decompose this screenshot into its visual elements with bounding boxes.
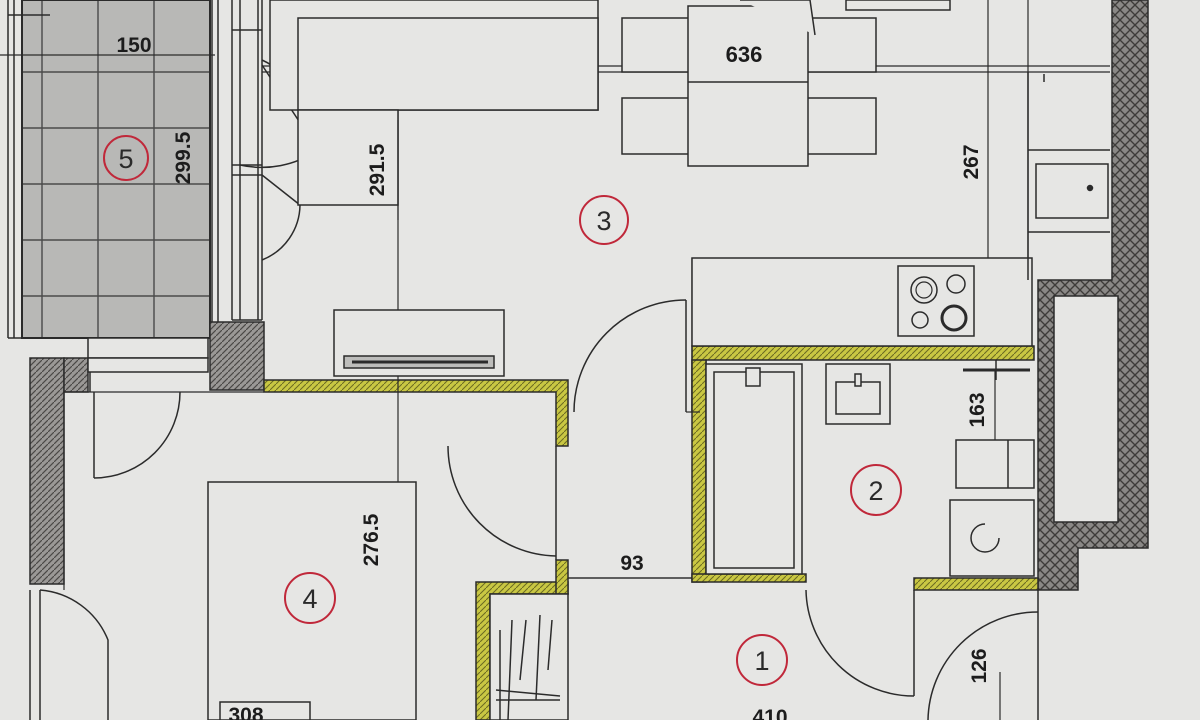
room-number: 1: [754, 646, 769, 676]
dimension-label: 93: [620, 552, 643, 575]
sink-icon: [1035, 74, 1109, 219]
door-swings: [29, 299, 1039, 720]
dimension-label: 299.5: [172, 131, 195, 184]
room-number: 4: [302, 584, 317, 614]
dimension-label: 126: [968, 648, 991, 683]
wardrobe-icon: [489, 593, 569, 720]
balcony-tiles: [21, 0, 211, 339]
dimension-label: 308: [228, 704, 263, 720]
dimension-label: 267: [960, 144, 983, 179]
dimension-label: 163: [966, 392, 989, 427]
table-icon: [621, 0, 951, 167]
dimension-label: 636: [726, 42, 763, 67]
bed-icon: [207, 481, 417, 720]
room-number: 2: [868, 476, 883, 506]
room-number: 3: [596, 206, 611, 236]
room-marker-5: 5: [103, 135, 149, 181]
walls-hatched: [29, 0, 1149, 591]
balcony-window: [211, 0, 263, 330]
sofa-icon: [269, 0, 599, 206]
walls-insulated: [263, 345, 1039, 720]
room-marker-4: 4: [284, 572, 336, 624]
radiator-icon: [87, 337, 209, 373]
dimension-lines: [0, 54, 1001, 720]
kitchen-counter: [691, 72, 1110, 347]
tv-unit-icon: [333, 309, 505, 377]
washing-machine-icon: [949, 360, 1035, 577]
washbasin-icon: [825, 363, 891, 425]
dimension-label: 150: [116, 34, 151, 57]
dimension-label: 276.5: [360, 513, 383, 566]
hob-icon: [897, 265, 975, 337]
bathtub-icon: [705, 363, 803, 575]
dimension-label: 410: [752, 706, 787, 720]
room-marker-2: 2: [850, 464, 902, 516]
room-number: 5: [118, 144, 133, 174]
dimension-label: 291.5: [366, 143, 389, 196]
room-marker-1: 1: [736, 634, 788, 686]
room-marker-3: 3: [579, 195, 629, 245]
